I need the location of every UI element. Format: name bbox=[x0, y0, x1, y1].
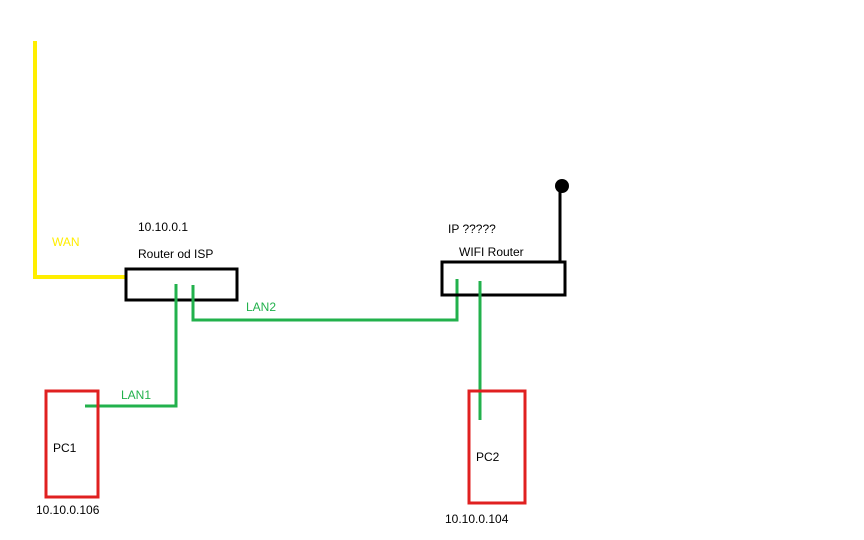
wan-label: WAN bbox=[52, 235, 80, 249]
antenna-tip-icon bbox=[555, 179, 569, 193]
isp-router-box bbox=[124, 267, 239, 302]
lan2-cable bbox=[191, 279, 459, 322]
pc2-ip: 10.10.0.104 bbox=[445, 512, 509, 526]
wifi-router-ip: IP ????? bbox=[448, 222, 496, 236]
wifi-router-box bbox=[440, 260, 567, 297]
pc1-box bbox=[44, 389, 100, 499]
wan-cable bbox=[33, 41, 127, 279]
lan1-cable bbox=[85, 284, 178, 408]
pc2-box bbox=[467, 389, 527, 505]
pc2-label: PC2 bbox=[476, 450, 500, 464]
lan2-label: LAN2 bbox=[246, 300, 276, 314]
isp-router-ip: 10.10.0.1 bbox=[138, 220, 188, 234]
isp-router-label: Router od ISP bbox=[138, 247, 213, 261]
pc1-label: PC1 bbox=[53, 441, 77, 455]
wifi-router-label: WIFI Router bbox=[459, 245, 524, 259]
pc1-ip: 10.10.0.106 bbox=[36, 503, 100, 517]
lan1-label: LAN1 bbox=[121, 388, 151, 402]
